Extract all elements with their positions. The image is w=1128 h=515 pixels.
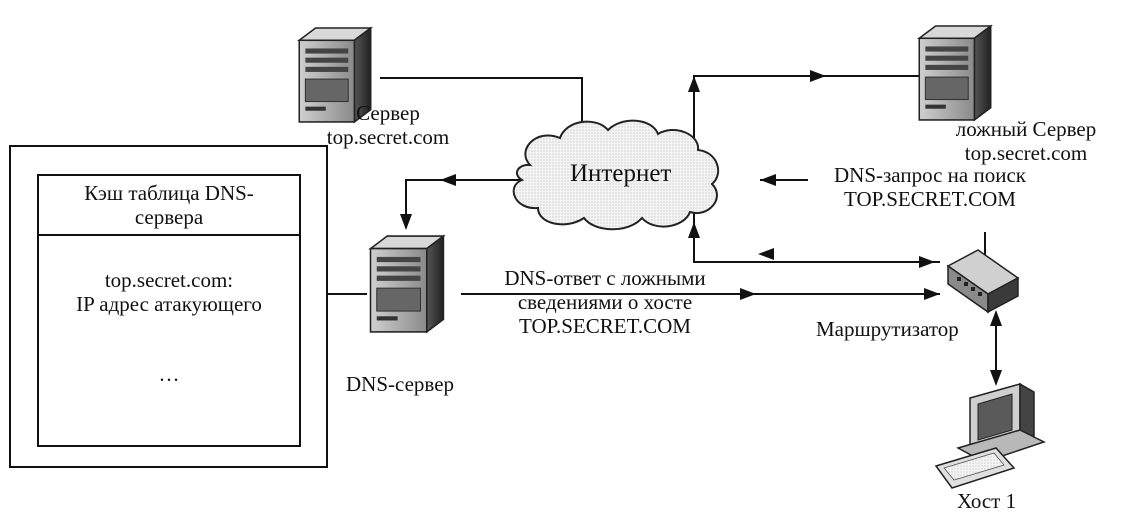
host-computer-icon	[934, 382, 1046, 489]
cache-table-title: Кэш таблица DNS- сервера	[38, 181, 300, 229]
cache-table-entry: top.secret.com: IP адрес атакующего	[38, 268, 300, 316]
real-server-name: Сервер	[356, 101, 420, 125]
fake-server-icon	[918, 25, 992, 121]
dns-server-icon	[369, 235, 445, 333]
real-server-label: Сервер top.secret.com	[318, 101, 458, 149]
dns-server-label: DNS-сервер	[346, 372, 455, 396]
cache-entry-domain: top.secret.com:	[104, 268, 234, 292]
router-label: Маршрутизатор	[816, 317, 959, 341]
internet-cloud	[512, 119, 720, 231]
internet-label: Интернет	[570, 160, 672, 187]
router-icon	[946, 249, 1020, 314]
real-server-domain: top.secret.com	[326, 125, 450, 149]
host-label: Хост 1	[957, 489, 1017, 513]
fake-server-label: ложный Сервер top.secret.com	[936, 117, 1116, 165]
dns-response-line1: DNS-ответ с ложными	[504, 266, 706, 290]
cache-table	[9, 145, 328, 468]
dns-response-label: DNS-ответ с ложными сведениями о хосте T…	[470, 266, 740, 338]
cache-table-ellipsis: …	[158, 362, 180, 386]
arrowheads	[400, 70, 1002, 386]
dns-request-line1: DNS-запрос на поиск	[834, 163, 1026, 187]
dns-response-line2: сведениями о хосте	[517, 290, 693, 314]
dns-response-line3: TOP.SECRET.COM	[519, 314, 691, 338]
cache-table-title-line2: сервера	[134, 205, 204, 229]
fake-server-name: ложный Сервер	[955, 117, 1097, 141]
cache-table-title-line1: Кэш таблица DNS-	[84, 181, 254, 205]
dns-request-label: DNS-запрос на поиск TOP.SECRET.COM	[800, 163, 1060, 211]
cache-entry-ip: IP адрес атакующего	[76, 292, 262, 316]
dns-request-line2: TOP.SECRET.COM	[844, 187, 1016, 211]
fake-server-domain: top.secret.com	[964, 141, 1088, 165]
